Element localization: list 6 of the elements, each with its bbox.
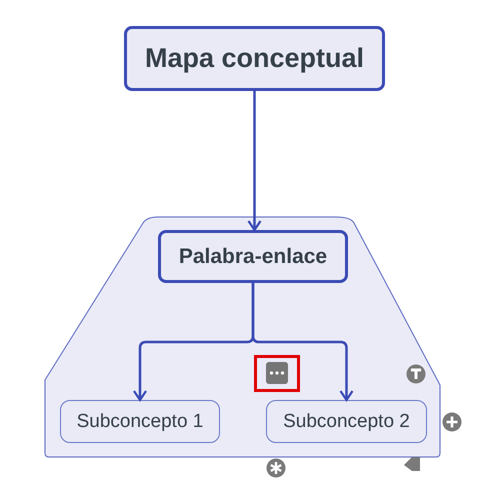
linking-word-box: Palabra-enlace — [158, 230, 348, 283]
concept-box: Subconcepto 1 — [60, 400, 220, 443]
main-concept-box: Mapa conceptual — [124, 26, 385, 91]
arrow — [247, 91, 262, 232]
concept-box: Subconcepto 2 — [266, 400, 427, 443]
arrow — [252, 283, 354, 402]
